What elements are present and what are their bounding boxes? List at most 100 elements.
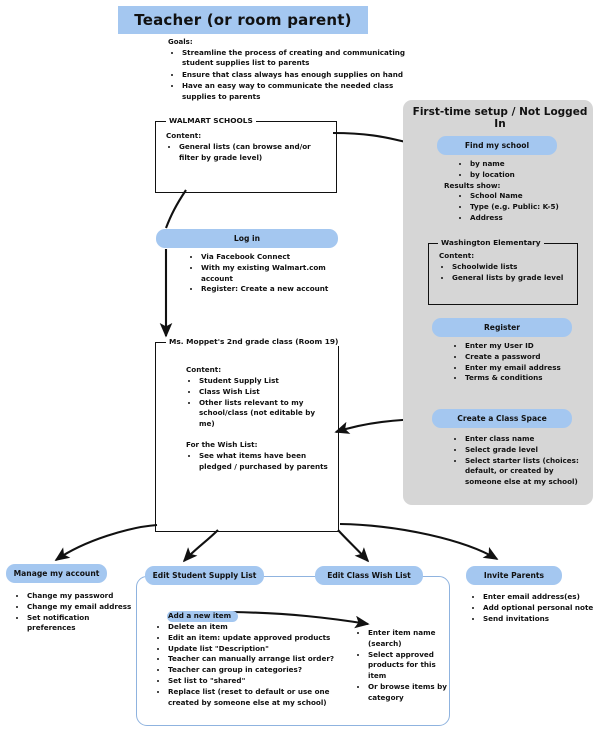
- list-item: Schoolwide lists: [452, 262, 569, 273]
- content-heading: Content:: [186, 365, 222, 374]
- page-title-text: Teacher (or room parent): [134, 11, 352, 29]
- list-item[interactable]: Delete an item: [168, 622, 345, 633]
- page-title: Teacher (or room parent): [118, 6, 368, 34]
- school-content-list: Schoolwide lists General lists by grade …: [439, 262, 569, 284]
- list-item: Enter my email address: [465, 363, 592, 374]
- invite-parents-node[interactable]: Invite Parents: [466, 566, 562, 585]
- list-item[interactable]: Set list to "shared": [168, 676, 345, 687]
- edit-supply-list-items: Add a new item Delete an item Edit an it…: [155, 603, 345, 708]
- walmart-schools-body: Content: General lists (can browse and/o…: [156, 122, 336, 170]
- list-item[interactable]: Or browse items by category: [368, 682, 447, 704]
- wish-list-heading: For the Wish List:: [186, 439, 258, 449]
- edit-supply-list-details: Add a new item Delete an item Edit an it…: [155, 603, 345, 708]
- register-list: Enter my User ID Create a password Enter…: [452, 341, 592, 384]
- list-item: Set notification preferences: [27, 613, 134, 635]
- log-in-node[interactable]: Log in: [156, 229, 338, 248]
- list-item: General lists (can browse and/or filter …: [179, 142, 328, 164]
- create-class-space-details: Enter class name Select grade level Sele…: [452, 434, 590, 488]
- list-item: Terms & conditions: [465, 373, 592, 384]
- class-wish-list: See what items have been pledged / purch…: [186, 451, 330, 473]
- list-item: Create a password: [465, 352, 592, 363]
- class-space-body: Content: Student Supply List Class Wish …: [156, 343, 338, 479]
- setup-panel-title: First-time setup / Not Logged In: [412, 106, 588, 130]
- edit-class-wish-list-label: Edit Class Wish List: [327, 571, 411, 580]
- list-item[interactable]: Teacher can group in categories?: [168, 665, 345, 676]
- invite-parents-details: Enter email address(es) Add optional per…: [470, 592, 598, 624]
- list-item: General lists by grade level: [452, 273, 569, 284]
- list-item: Streamline the process of creating and c…: [182, 48, 428, 69]
- class-content-list: Student Supply List Class Wish List Othe…: [186, 376, 330, 430]
- list-item[interactable]: Replace list (reset to default or use on…: [168, 687, 345, 709]
- list-item[interactable]: Select approved products for this item: [368, 650, 447, 682]
- class-space-box: Content: Student Supply List Class Wish …: [155, 342, 339, 532]
- list-item: Class Wish List: [199, 387, 330, 398]
- list-item: Other lists relevant to my school/class …: [199, 398, 330, 430]
- edit-wish-list-items: Enter item name (search) Select approved…: [355, 628, 447, 704]
- register-node[interactable]: Register: [432, 318, 572, 337]
- manage-my-account-details: Change my password Change my email addre…: [14, 591, 134, 634]
- list-item: by name: [470, 159, 587, 170]
- list-item: With my existing Walmart.com account: [201, 263, 338, 285]
- goals-label: Goals:: [168, 38, 193, 46]
- create-class-space-node[interactable]: Create a Class Space: [432, 409, 572, 428]
- find-my-school-label: Find my school: [464, 141, 530, 150]
- invite-parents-list: Enter email address(es) Add optional per…: [470, 592, 598, 624]
- find-my-school-details: by name by location Results show: School…: [444, 159, 587, 224]
- find-my-school-node[interactable]: Find my school: [437, 136, 557, 155]
- content-heading: Content:: [439, 251, 475, 260]
- log-in-label: Log in: [233, 234, 261, 243]
- register-label: Register: [483, 323, 521, 332]
- content-heading: Content:: [166, 131, 202, 140]
- register-details: Enter my User ID Create a password Enter…: [452, 341, 592, 384]
- list-item: by location: [470, 170, 587, 181]
- edit-student-supply-list-node[interactable]: Edit Student Supply List: [145, 566, 264, 585]
- log-in-details: Via Facebook Connect With my existing Wa…: [188, 252, 338, 295]
- list-item: Change my email address: [27, 602, 134, 613]
- list-item: Register: Create a new account: [201, 284, 338, 295]
- list-item: Address: [470, 213, 587, 224]
- class-space-label: Ms. Moppet's 2nd grade class (Room 19): [166, 337, 342, 346]
- walmart-schools-box: Content: General lists (can browse and/o…: [155, 121, 337, 193]
- log-in-list: Via Facebook Connect With my existing Wa…: [188, 252, 338, 295]
- school-box-body: Content: Schoolwide lists General lists …: [429, 244, 577, 290]
- create-class-space-list: Enter class name Select grade level Sele…: [452, 434, 590, 488]
- manage-my-account-label: Manage my account: [13, 569, 100, 578]
- list-item[interactable]: Edit an item: update approved products: [168, 633, 345, 644]
- edit-student-supply-list-label: Edit Student Supply List: [152, 571, 257, 580]
- results-heading: Results show:: [444, 180, 501, 190]
- list-item[interactable]: Enter item name (search): [368, 628, 447, 650]
- list-item: Enter class name: [465, 434, 590, 445]
- walmart-schools-list: General lists (can browse and/or filter …: [166, 142, 328, 164]
- manage-account-list: Change my password Change my email addre…: [14, 591, 134, 634]
- walmart-schools-label: WALMART SCHOOLS: [166, 116, 256, 125]
- edit-wish-list-details: Enter item name (search) Select approved…: [355, 628, 447, 704]
- create-class-space-label: Create a Class Space: [457, 414, 547, 423]
- invite-parents-label: Invite Parents: [483, 571, 545, 580]
- list-item: Have an easy way to communicate the need…: [182, 81, 428, 102]
- list-item: Via Facebook Connect: [201, 252, 338, 263]
- goals-list: Streamline the process of creating and c…: [168, 48, 428, 102]
- list-item: Select starter lists (choices: default, …: [465, 456, 590, 488]
- edit-class-wish-list-node[interactable]: Edit Class Wish List: [315, 566, 423, 585]
- find-options-list: by name by location: [457, 159, 587, 181]
- list-item: Add optional personal note: [483, 603, 598, 614]
- first-time-setup-panel: [403, 100, 593, 505]
- list-item: Student Supply List: [199, 376, 330, 387]
- list-item: School Name: [470, 191, 587, 202]
- list-item: Ensure that class always has enough supp…: [182, 70, 428, 80]
- list-item: See what items have been pledged / purch…: [199, 451, 330, 473]
- goals-block: Goals: Streamline the process of creatin…: [168, 38, 428, 103]
- list-item[interactable]: Update list "Description": [168, 644, 345, 655]
- list-item[interactable]: Teacher can manually arrange list order?: [168, 654, 345, 665]
- washington-elementary-label: Washington Elementary: [438, 238, 544, 247]
- list-item: Send invitations: [483, 614, 598, 625]
- list-item: Change my password: [27, 591, 134, 602]
- washington-elementary-box: Content: Schoolwide lists General lists …: [428, 243, 578, 305]
- list-item: Enter my User ID: [465, 341, 592, 352]
- list-item: Type (e.g. Public: K-5): [470, 202, 587, 213]
- list-item: Select grade level: [465, 445, 590, 456]
- manage-my-account-node[interactable]: Manage my account: [6, 564, 107, 583]
- list-item-add-new-item[interactable]: Add a new item: [167, 611, 239, 622]
- list-item: Enter email address(es): [483, 592, 598, 603]
